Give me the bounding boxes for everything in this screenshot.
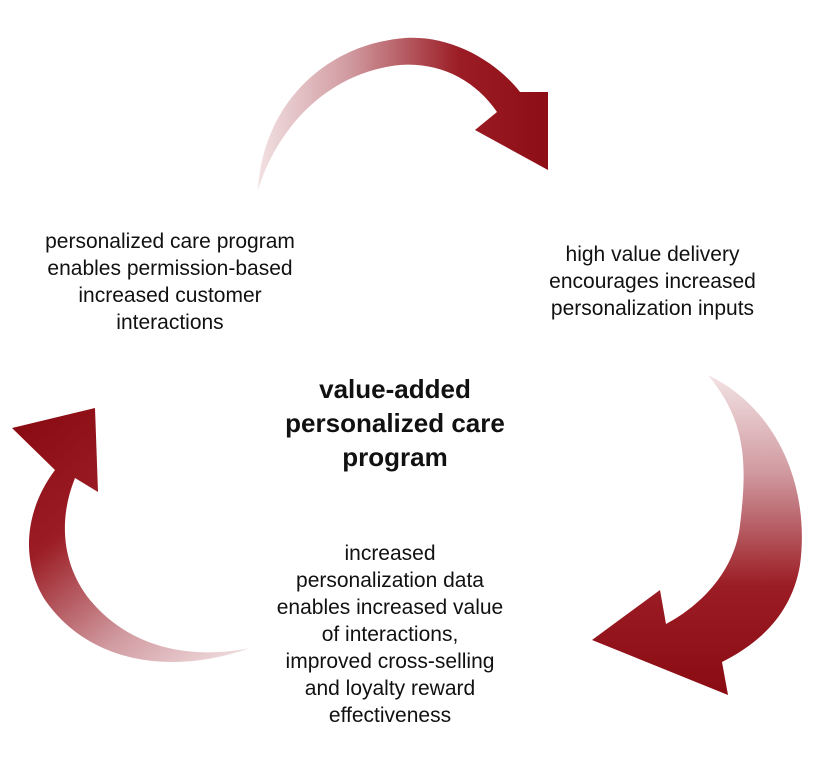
center-title: value-added personalized care program — [285, 374, 505, 472]
node-right-text: high value delivery encourages increased… — [549, 243, 756, 320]
curved-arrow-left-icon — [12, 408, 250, 663]
curved-arrow-right-icon — [592, 375, 802, 695]
curved-arrow-top-icon — [258, 37, 548, 190]
node-left-text: personalized care program enables permis… — [45, 230, 295, 334]
node-bottom-text: increased personalization data enables i… — [276, 542, 504, 727]
